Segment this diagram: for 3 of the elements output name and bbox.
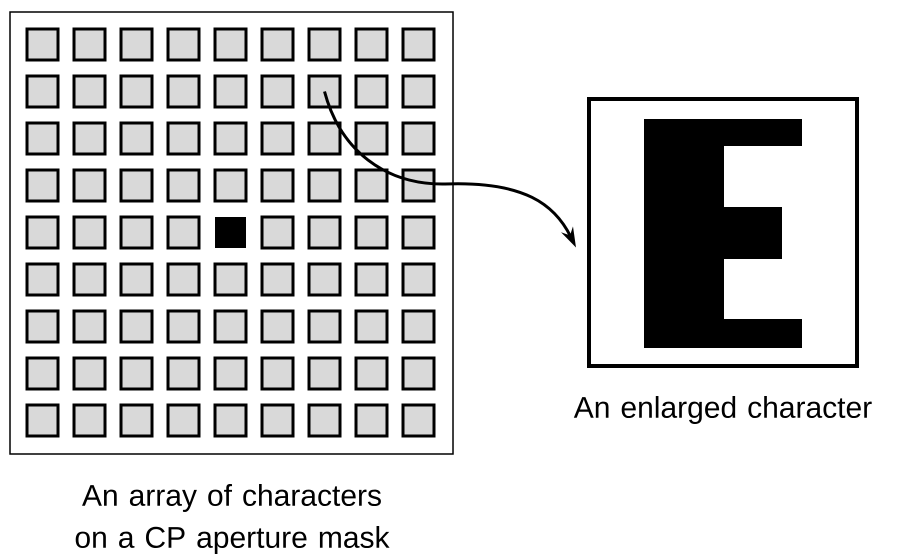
character-cell (308, 74, 342, 108)
node-label: An enlarged character (574, 396, 872, 424)
node-label: An array of characters on a CP aperture mask (76, 484, 390, 554)
